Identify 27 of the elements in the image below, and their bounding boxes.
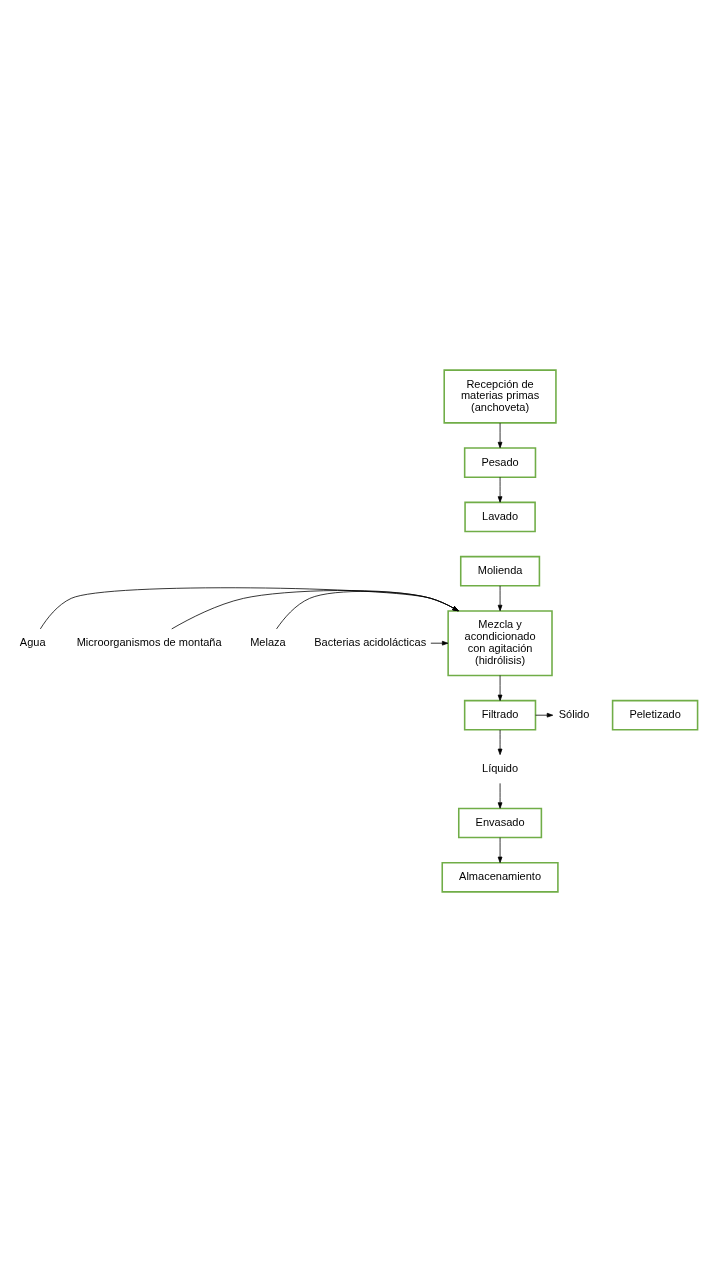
node-text: Melaza	[250, 636, 286, 649]
arrow	[497, 585, 503, 612]
arrow	[535, 712, 554, 718]
arrow	[497, 476, 503, 503]
arrow	[430, 640, 449, 646]
node-box: Peletizado	[611, 699, 699, 731]
arrow	[497, 782, 503, 809]
node-text: Bacterias acidolácticas	[314, 636, 427, 649]
node-text: Sólido	[558, 708, 590, 721]
node-text: Agua	[19, 636, 46, 649]
node-box: Almacenamiento	[441, 861, 559, 893]
node-text: Microorganismos de montaña	[76, 636, 222, 649]
node-box: Envasado	[457, 807, 543, 839]
arrow	[497, 837, 503, 863]
node-box: Molienda	[459, 555, 541, 587]
node-box: Lavado	[464, 501, 536, 533]
arrow	[497, 729, 503, 755]
arrow	[39, 587, 459, 630]
arrow	[171, 590, 459, 630]
node-box: Pesado	[463, 447, 537, 478]
node-box: Mezcla y acondicionado con agitación (hidrólisis)	[447, 610, 553, 677]
node-box: Filtrado	[463, 699, 537, 731]
arrow	[276, 591, 459, 630]
node-box: Recepción de materias primas (anchoveta)	[443, 369, 557, 424]
node-text: Líquido	[482, 762, 519, 775]
arrow	[497, 422, 503, 449]
arrow	[497, 675, 503, 701]
